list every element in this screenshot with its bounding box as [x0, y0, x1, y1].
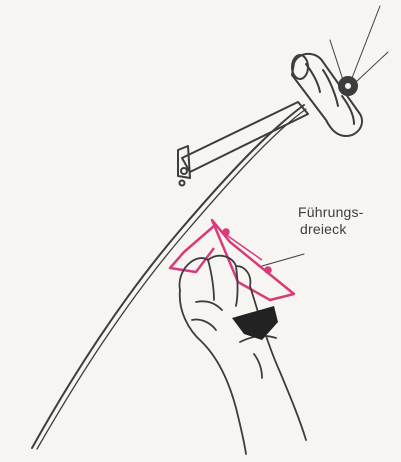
rod — [32, 105, 304, 448]
lever-arm — [182, 102, 308, 172]
thumb-shadow — [232, 306, 278, 340]
guide-triangle-label-line-1: Führungs- — [298, 205, 364, 220]
callout-line — [262, 254, 304, 266]
guide-triangle-label-line-2: dreieck — [300, 222, 347, 237]
